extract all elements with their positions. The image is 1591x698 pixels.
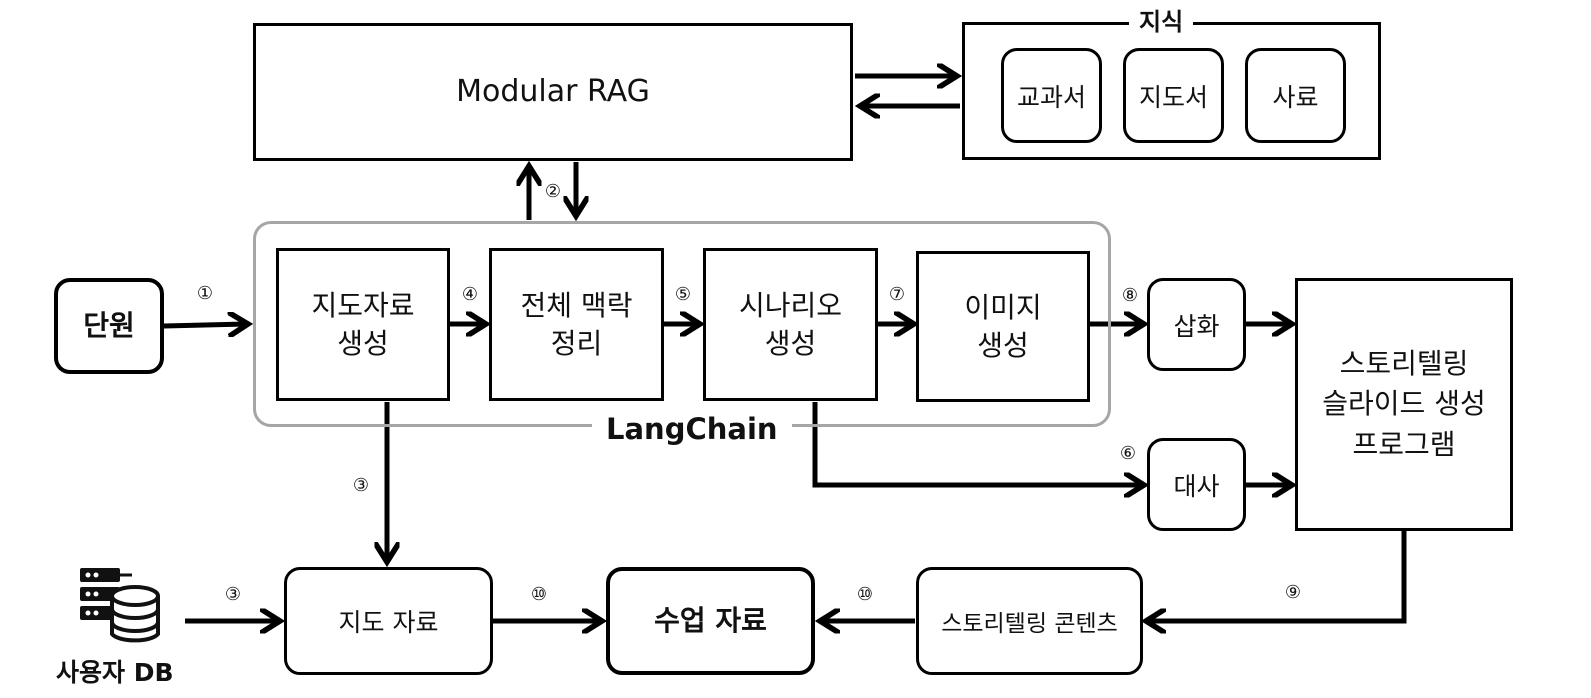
step-label: 지도자료 생성 <box>311 288 415 360</box>
story-content-box: 스토리텔링 콘텐츠 <box>916 567 1143 675</box>
step-guide-generation: 지도자료 생성 <box>276 248 450 401</box>
guide-material-box: 지도 자료 <box>284 567 493 675</box>
step-label: 전체 맥락 정리 <box>520 288 633 360</box>
modular-rag-box: Modular RAG <box>253 23 853 161</box>
step-number-1: ① <box>196 283 214 304</box>
knowledge-item-label: 사료 <box>1272 82 1319 112</box>
dialogue-label: 대사 <box>1173 471 1220 501</box>
knowledge-item-sources: 사료 <box>1245 48 1346 143</box>
step-scenario-generation: 시나리오 생성 <box>703 248 878 401</box>
step-number-10: ⑩ <box>856 584 874 605</box>
slide-program-box: 스토리텔링 슬라이드 생성 프로그램 <box>1295 278 1513 531</box>
slide-program-label: 스토리텔링 슬라이드 생성 프로그램 <box>1322 346 1486 461</box>
arrow-step3-to-dialogue <box>812 402 1142 485</box>
step-label: 시나리오 생성 <box>738 288 843 360</box>
knowledge-item-label: 지도서 <box>1138 82 1208 112</box>
dialogue-box: 대사 <box>1147 438 1246 531</box>
lesson-material-label: 수업 자료 <box>654 604 767 638</box>
step-number-3: ③ <box>352 475 370 496</box>
step-context-summary: 전체 맥락 정리 <box>489 248 664 401</box>
step-number-10: ⑩ <box>530 584 548 605</box>
knowledge-item-textbook: 교과서 <box>1001 48 1102 143</box>
lesson-material-box: 수업 자료 <box>606 567 815 675</box>
knowledge-item-label: 교과서 <box>1016 82 1086 112</box>
step-label: 이미지 생성 <box>964 290 1042 362</box>
step-image-generation: 이미지 생성 <box>916 251 1090 402</box>
step-number-9: ⑨ <box>1284 582 1302 603</box>
illustration-label: 삽화 <box>1173 311 1220 341</box>
modular-rag-label: Modular RAG <box>456 73 650 109</box>
step-number-7: ⑦ <box>888 284 906 305</box>
knowledge-item-guidebook: 지도서 <box>1123 48 1224 143</box>
step-number-4: ④ <box>461 284 479 305</box>
step-number-5: ⑤ <box>674 284 692 305</box>
unit-input-label: 단원 <box>83 309 135 343</box>
illustration-box: 삽화 <box>1147 278 1246 371</box>
step-number-3: ③ <box>224 584 242 605</box>
arrow-program-to-story <box>1148 531 1407 621</box>
step-number-6: ⑥ <box>1119 443 1137 464</box>
knowledge-title: 지식 <box>1129 7 1194 37</box>
user-db-icon <box>80 566 162 646</box>
story-content-label: 스토리텔링 콘텐츠 <box>941 611 1118 637</box>
guide-material-label: 지도 자료 <box>338 608 439 637</box>
unit-input-box: 단원 <box>54 278 164 374</box>
knowledge-box: 지식 교과서 지도서 사료 <box>962 7 1381 160</box>
arrow-unit-to-langchain <box>163 324 246 326</box>
step-number-2: ② <box>544 181 562 202</box>
user-db-label: 사용자 DB <box>56 658 174 687</box>
step-number-8: ⑧ <box>1121 285 1139 306</box>
langchain-label: LangChain <box>592 410 792 448</box>
